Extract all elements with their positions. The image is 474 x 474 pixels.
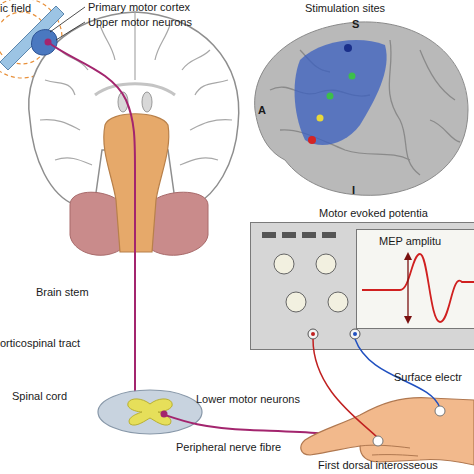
sulcus [45,80,75,95]
stimulation-site [317,115,324,122]
screen-label: MEP amplitu [379,235,441,248]
part-label: S [352,18,359,31]
part-label: Spinal cord [12,390,67,403]
button [322,232,336,238]
hand [301,398,474,465]
part-label: orticospinal tract [0,337,80,350]
stimulation-area [295,40,387,145]
cerebellum [152,192,208,255]
oscilloscope-screen: MEP amplitu [356,229,474,329]
sulcus [55,158,92,165]
button [302,232,316,238]
button [282,232,296,238]
part-label: Brain stem [36,286,89,299]
device-heading: Motor evoked potentia [319,207,428,220]
amplitude-arrow [407,256,408,320]
longitudinal-fissure [134,12,135,80]
electrode-wire [355,339,440,408]
knob [274,254,294,274]
part-label: I [352,184,355,197]
upper-motor-neuron [45,39,52,46]
surface-electrode [373,436,383,446]
mep-waveform [362,254,474,322]
part-label: Peripheral nerve fibre [176,441,281,454]
part-label: A [258,104,266,117]
sulcus [155,25,170,60]
jack [353,332,357,336]
finger-line [360,445,418,456]
sulcus [182,50,210,70]
part-label: Primary motor cortex [88,1,190,14]
stimulation-site [327,93,334,100]
jack [350,329,360,339]
part-label: Stimulation sites [305,2,385,15]
mep-device: Motor evoked potentiaMEP amplitu [250,222,474,350]
sulcus [180,158,218,165]
brain-surface [255,22,468,195]
arrow-head [404,316,412,324]
cerebellum [70,192,120,255]
arrow-head [404,252,412,260]
jack [308,329,318,339]
sulcus [420,50,455,100]
brain-stem [104,114,169,252]
lower-motor-neuron [161,411,168,418]
button [262,232,276,238]
sulcus [195,80,228,95]
leader-line [50,7,85,32]
part-label: Lower motor neurons [196,393,300,406]
leader-line [56,22,85,40]
knob [286,292,306,312]
knob [328,292,348,312]
part-label: ic field [0,2,31,15]
sulcus [100,25,115,60]
sulcus [40,120,80,130]
electrode-wire [313,339,378,438]
part-label: Surface electr [394,371,462,384]
grey-matter [128,399,172,425]
stimulation-site [308,136,316,144]
part-label: Upper motor neurons [88,16,192,29]
spinal-cord [98,390,202,434]
stimulation-site [349,73,356,80]
sulcus [190,120,232,130]
stimulation-coil [0,6,64,70]
stimulation-site [344,44,352,52]
sulcus [430,120,460,142]
part-label: First dorsal interosseous [318,459,438,472]
corpus-callosum [95,84,175,95]
corticospinal-tract [48,42,162,414]
jack [311,332,315,336]
motor-cortex [31,30,57,55]
knob [316,254,336,274]
ventricle [142,92,152,112]
surface-electrode [435,406,445,416]
